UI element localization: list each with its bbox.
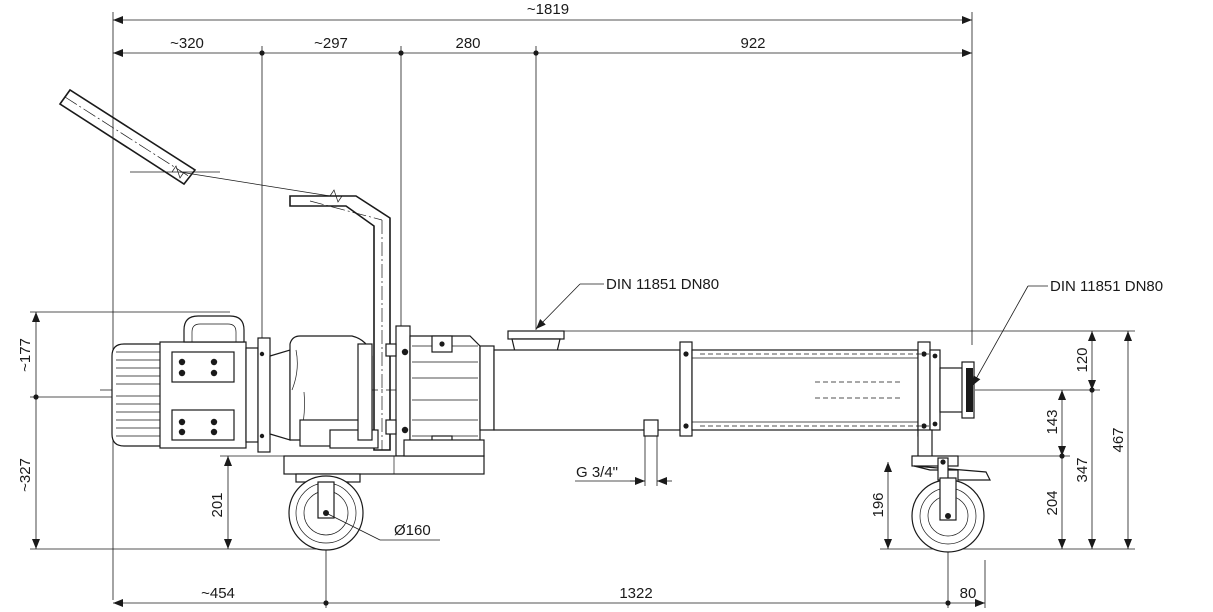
dim-port-height-top: 120 bbox=[1074, 347, 1091, 372]
dim-gear-section: ~297 bbox=[314, 35, 348, 52]
dim-overall-length: ~1819 bbox=[527, 1, 569, 18]
dim-wheelbase: 1322 bbox=[619, 585, 652, 602]
dim-pump-section: 280 bbox=[455, 35, 480, 52]
pump-tube bbox=[493, 341, 941, 437]
gearbox bbox=[269, 335, 379, 449]
dim-tube-section: 922 bbox=[740, 35, 765, 52]
dim-front-offset: 80 bbox=[960, 585, 977, 602]
wheel-diameter-label: Ø160 bbox=[394, 522, 431, 539]
dim-axis-height: 347 bbox=[1074, 457, 1091, 482]
handle-bar bbox=[58, 88, 391, 451]
dim-motor-section: ~320 bbox=[170, 35, 204, 52]
dim-axis-above-base: 143 bbox=[1044, 409, 1061, 434]
rear-wheel bbox=[288, 475, 440, 551]
right-dimensions bbox=[560, 330, 1135, 550]
dim-rear-offset: ~454 bbox=[201, 585, 235, 602]
front-caster bbox=[911, 429, 991, 553]
dim-motor-height-bottom: ~327 bbox=[17, 458, 34, 492]
bottom-dimensions bbox=[113, 510, 986, 608]
outlet-connection-label: DIN 11851 DN80 bbox=[1050, 278, 1163, 295]
drain-port bbox=[575, 436, 672, 486]
inlet-connection-label: DIN 11851 DN80 bbox=[606, 276, 719, 293]
dim-front-wheel-height: 196 bbox=[870, 492, 887, 517]
drain-thread-label: G 3/4" bbox=[576, 464, 618, 481]
dim-front-support-height: 204 bbox=[1044, 490, 1061, 515]
top-dimensions bbox=[112, 12, 973, 600]
dim-motor-height-top: ~177 bbox=[17, 338, 34, 372]
dim-total-height: 467 bbox=[1110, 427, 1127, 452]
outlet-port bbox=[939, 285, 1048, 419]
dim-frame-height: 201 bbox=[209, 492, 226, 517]
pump-housing bbox=[385, 325, 495, 457]
electric-motor bbox=[111, 315, 271, 453]
